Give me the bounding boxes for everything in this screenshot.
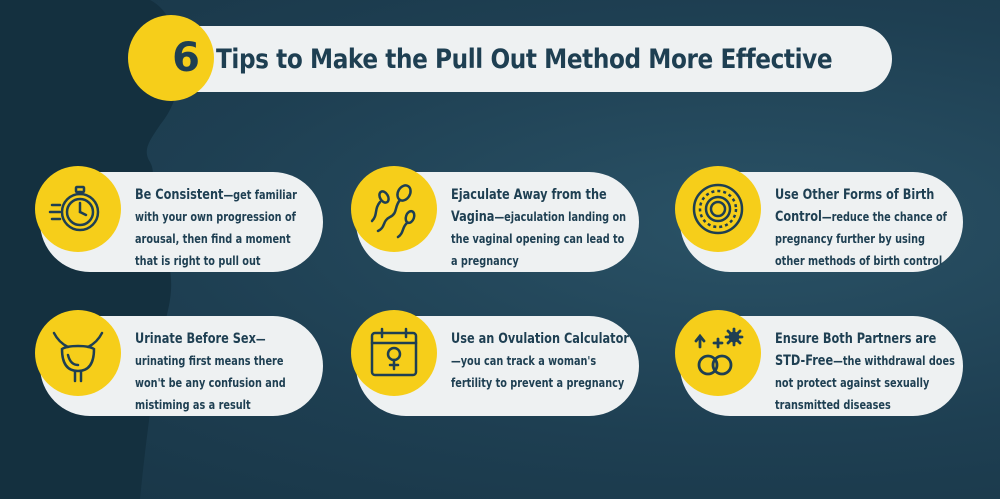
tip-description: —you can track a woman's fertility to pr…	[451, 354, 625, 390]
stopwatch-icon	[48, 185, 100, 232]
tip-card-urinate-before-sex: Urinate Before Sex—urinating first means…	[35, 310, 323, 416]
tip-card-ovulation-calculator: Use an Ovulation Calculator —you can trac…	[351, 310, 639, 416]
tip-title: Use an Ovulation Calculator	[451, 331, 629, 347]
tip-card-ejaculate-away: Ejaculate Away from the Vagina—ejaculati…	[351, 166, 639, 272]
tip-description: —ejaculation landing on the vaginal open…	[451, 210, 627, 268]
title-number: 6	[172, 35, 200, 81]
tip-title: Urinate Before Sex	[135, 331, 256, 347]
page-title: Tips to Make the Pull Out Method More Ef…	[216, 43, 833, 75]
birth-control-ring-icon	[692, 183, 744, 235]
std-free-rings-icon	[694, 327, 744, 376]
tip-title: Ejaculate Away from the Vagina	[451, 187, 607, 225]
bladder-icon	[52, 331, 104, 383]
tip-card-std-free: Ensure Both Partners are STD-Free—the wi…	[675, 310, 963, 416]
sperm-egg-icon	[370, 184, 416, 239]
tip-title: Ensure Both Partners are STD-Free	[775, 331, 937, 369]
title-number-badge	[128, 15, 214, 101]
tip-description: —get familiar with your own progression …	[135, 188, 297, 268]
tip-card-other-birth-control: Use Other Forms of Birth Control—reduce …	[675, 166, 963, 272]
tip-description: —reduce the chance of pregnancy further …	[775, 210, 947, 268]
tip-card-be-consistent: Be Consistent—get familiar with your own…	[35, 166, 323, 272]
tip-description: —the withdrawal does not protect against…	[775, 354, 955, 412]
tip-description: —urinating first means there won't be an…	[135, 332, 286, 412]
tip-title: Be Consistent	[135, 187, 224, 203]
calendar-female-icon	[370, 327, 418, 377]
tip-title: Use Other Forms of Birth Control	[775, 187, 935, 225]
title-banner	[140, 26, 892, 92]
